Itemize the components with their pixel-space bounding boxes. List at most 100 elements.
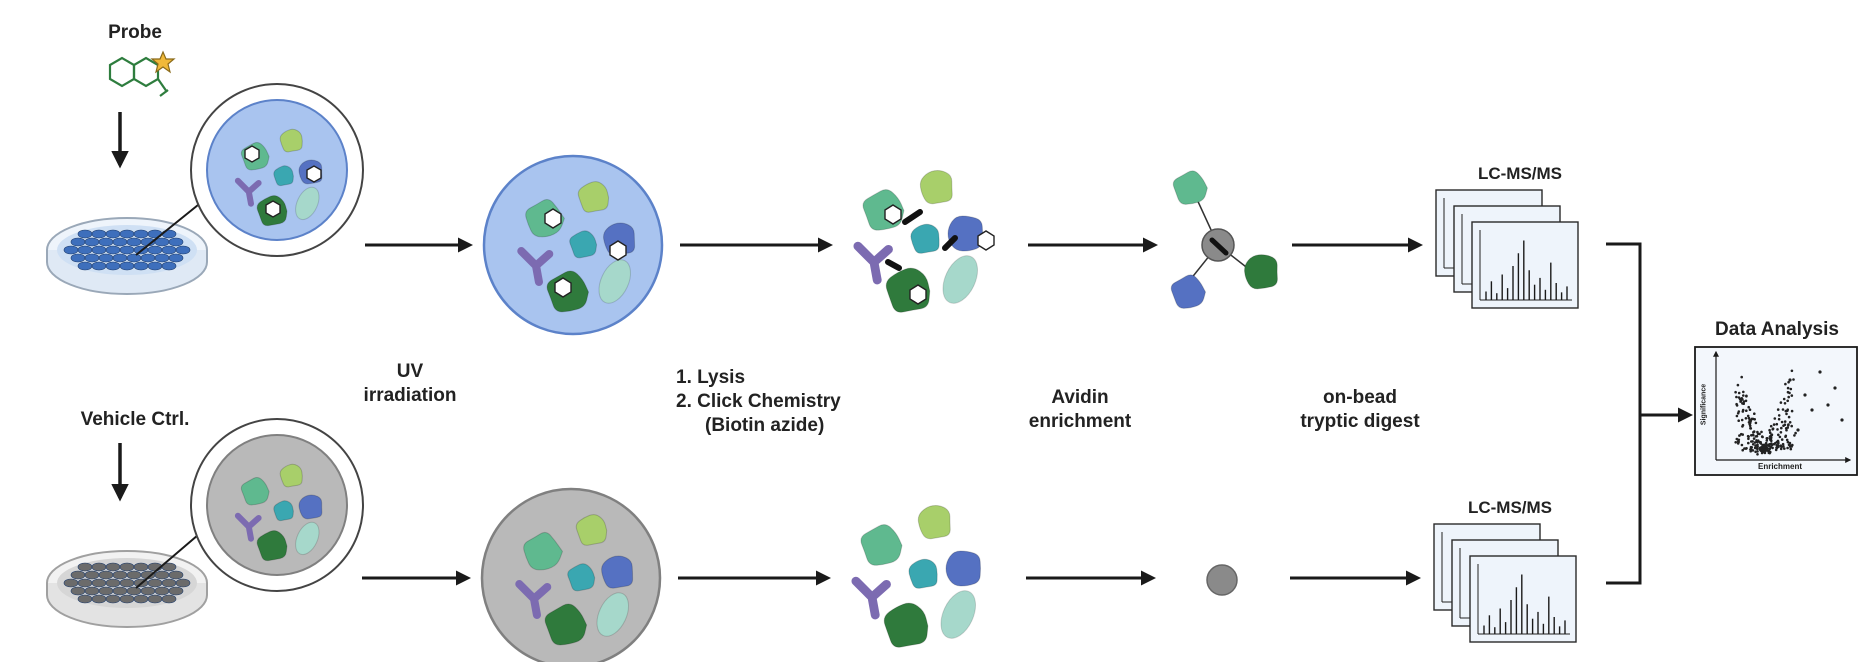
dish-cell bbox=[161, 245, 177, 255]
volcano-point bbox=[1787, 395, 1790, 399]
protein-teal bbox=[273, 500, 294, 522]
biotin-linker-marks bbox=[885, 209, 958, 271]
dish-cell bbox=[175, 245, 191, 255]
volcano-point bbox=[1787, 415, 1791, 419]
plot-ylabel: Significance bbox=[1700, 383, 1708, 426]
volcano-point bbox=[1773, 417, 1777, 420]
dish-cell bbox=[98, 586, 114, 596]
volcano-point bbox=[1776, 444, 1780, 448]
protein-purple bbox=[515, 580, 552, 619]
volcano-point bbox=[1752, 433, 1755, 437]
volcano-point bbox=[1737, 419, 1740, 423]
volcano-point bbox=[1780, 426, 1783, 430]
volcano-point bbox=[1764, 448, 1768, 452]
volcano-point bbox=[1789, 447, 1793, 451]
volcano-point bbox=[1771, 427, 1775, 431]
volcano-point bbox=[1751, 443, 1755, 446]
dish-cell bbox=[84, 237, 100, 247]
volcano-point bbox=[1783, 402, 1787, 405]
volcano-point bbox=[1752, 430, 1756, 433]
dish-cell bbox=[91, 245, 107, 255]
protein-blue bbox=[298, 494, 323, 520]
volcano-point bbox=[1764, 441, 1768, 445]
dish-cell bbox=[70, 586, 86, 596]
avidin-bead-probe bbox=[1189, 194, 1251, 281]
volcano-point bbox=[1756, 447, 1759, 451]
volcano-point bbox=[1762, 446, 1766, 449]
protein-lime bbox=[279, 128, 303, 153]
dish-cell bbox=[98, 570, 114, 580]
volcano-point bbox=[1788, 378, 1792, 382]
volcano-point bbox=[1840, 418, 1844, 422]
lysis-step-1: 1. Lysis bbox=[676, 367, 746, 388]
dish-cell bbox=[84, 586, 100, 596]
volcano-point bbox=[1748, 418, 1751, 422]
dish-cell bbox=[77, 562, 93, 572]
lysis-step-3: (Biotin azide) bbox=[705, 415, 825, 436]
volcano-point bbox=[1765, 439, 1769, 442]
dish-cell bbox=[63, 245, 79, 255]
uv-label-line1: UV bbox=[396, 361, 424, 382]
volcano-point bbox=[1793, 434, 1796, 437]
protein-teal bbox=[908, 558, 938, 589]
dish-cell bbox=[133, 261, 149, 271]
volcano-point bbox=[1784, 434, 1788, 438]
volcano-point bbox=[1792, 378, 1795, 381]
volcano-point bbox=[1760, 430, 1763, 434]
volcano-point bbox=[1740, 375, 1743, 379]
volcano-point bbox=[1742, 400, 1746, 403]
volcano-point bbox=[1784, 382, 1787, 386]
dish-cell bbox=[105, 245, 121, 255]
plot-xlabel: Enrichment bbox=[1757, 462, 1802, 471]
volcano-point bbox=[1786, 386, 1790, 390]
protein-lime bbox=[575, 514, 608, 546]
volcano-point bbox=[1758, 432, 1761, 436]
volcano-point bbox=[1786, 426, 1789, 429]
dish-cell bbox=[133, 562, 149, 572]
dish-cell bbox=[126, 237, 142, 247]
volcano-point bbox=[1788, 441, 1792, 445]
dish-cell bbox=[70, 253, 86, 263]
volcano-point bbox=[1779, 444, 1783, 448]
protein-teal bbox=[567, 563, 596, 592]
avidin-label-line1: Avidin bbox=[1051, 387, 1109, 408]
volcano-point bbox=[1768, 428, 1771, 432]
volcano-point bbox=[1742, 402, 1745, 406]
protein-pale bbox=[295, 186, 320, 221]
volcano-point bbox=[1777, 442, 1780, 445]
protein-purple bbox=[234, 512, 262, 542]
uv-label-line2: irradiation bbox=[363, 385, 457, 406]
volcano-point bbox=[1737, 391, 1741, 395]
volcano-point bbox=[1765, 437, 1769, 440]
volcano-point bbox=[1803, 393, 1807, 397]
ms-spectra-stack bbox=[1435, 189, 1579, 309]
volcano-point bbox=[1748, 408, 1752, 412]
volcano-point bbox=[1783, 423, 1787, 427]
dish-cell bbox=[91, 229, 107, 239]
volcano-point bbox=[1779, 431, 1783, 434]
volcano-point bbox=[1756, 445, 1759, 448]
dish-cell bbox=[119, 578, 135, 588]
volcano-point bbox=[1741, 410, 1745, 413]
dish-cell bbox=[154, 253, 170, 263]
dish-cell bbox=[168, 253, 184, 263]
volcano-point bbox=[1745, 447, 1748, 450]
volcano-point bbox=[1747, 441, 1750, 445]
zoom-line bbox=[135, 534, 199, 589]
spectrum-card bbox=[1471, 221, 1579, 309]
probe-tag-marks bbox=[244, 145, 995, 305]
dish-cell bbox=[140, 586, 156, 596]
avidin-bead-vehicle bbox=[1206, 564, 1238, 596]
volcano-point bbox=[1775, 422, 1779, 426]
dish-cells-probe bbox=[63, 229, 191, 271]
protein-blue bbox=[1170, 274, 1207, 309]
volcano-point bbox=[1810, 408, 1814, 412]
lysis-step-2: 2. Click Chemistry bbox=[676, 391, 841, 412]
protein-lime bbox=[577, 181, 610, 213]
volcano-point bbox=[1777, 417, 1781, 421]
protein-pale bbox=[598, 259, 632, 304]
dish-cell bbox=[147, 594, 163, 604]
dish-cell bbox=[63, 578, 79, 588]
volcano-point bbox=[1740, 443, 1744, 447]
